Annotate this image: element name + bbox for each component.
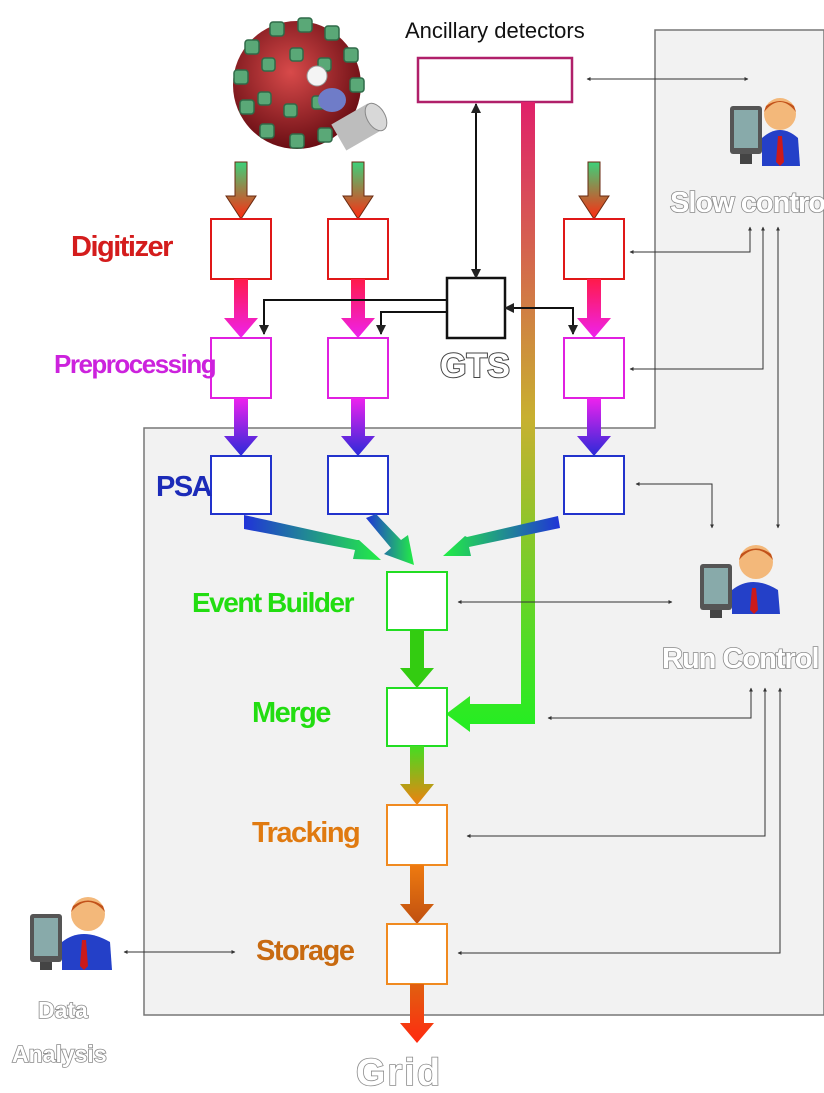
psa-eb-arrow-2 [366,514,414,565]
pre-psa-arrow-1 [224,398,258,456]
storage-box [386,923,448,985]
tracking-label: Tracking [252,817,359,849]
psa-eb-arrow-3 [443,516,560,556]
event-builder-label: Event Builder [192,587,355,618]
run-control-operator-icon [700,545,780,618]
pre-psa-arrow-2 [341,398,375,456]
digitizer-box-1 [210,218,272,280]
run-control-label: Run Control [662,643,819,675]
psa-box-2 [327,455,389,515]
digitizer-label: Digitizer [71,231,173,263]
preprocessing-box-1 [210,337,272,399]
data-analysis-operator-icon [30,897,112,970]
slow-control-operator-icon [730,98,800,166]
data-label: Data [38,997,88,1023]
input-arrow-3 [578,161,610,220]
ancillary-detectors-box [416,56,574,104]
gts-connections [259,103,578,335]
pre-psa-arrow-3 [577,398,611,456]
psa-label: PSA [156,471,213,503]
dig-pre-arrow-1 [224,279,258,338]
preprocessing-box-3 [563,337,625,399]
slow-control-label: Slow control [670,187,824,219]
merge-label: Merge [252,697,331,729]
ancillary-detectors-label: Ancillary detectors [405,18,585,43]
tracking-storage-arrow [400,865,434,924]
storage-label: Storage [256,935,355,967]
gts-label: GTS [440,347,510,385]
storage-grid-arrow [400,984,434,1043]
eb-merge-arrow [400,630,434,688]
ancillary-data-arrow [446,102,535,732]
merge-tracking-arrow [400,746,434,805]
digitizer-box-3 [563,218,625,280]
preprocessing-label: Preprocessing [54,349,216,379]
gts-box [445,276,507,340]
preprocessing-box-2 [327,337,389,399]
psa-eb-arrow-1 [244,515,381,560]
dig-pre-arrow-2 [341,279,375,338]
input-arrow-2 [342,161,374,220]
input-arrows [225,161,610,220]
control-lines [123,77,782,955]
dig-pre-arrow-3 [577,279,611,338]
psa-box-1 [210,455,272,515]
digitizer-box-2 [327,218,389,280]
detector-array-icon [233,17,388,151]
analysis-label: Analysis [12,1041,107,1067]
tracking-box [386,804,448,866]
psa-box-3 [563,455,625,515]
grid-label: Grid [356,1052,442,1093]
event-builder-box [386,571,448,631]
input-arrow-1 [225,161,257,220]
merge-box [386,687,448,747]
